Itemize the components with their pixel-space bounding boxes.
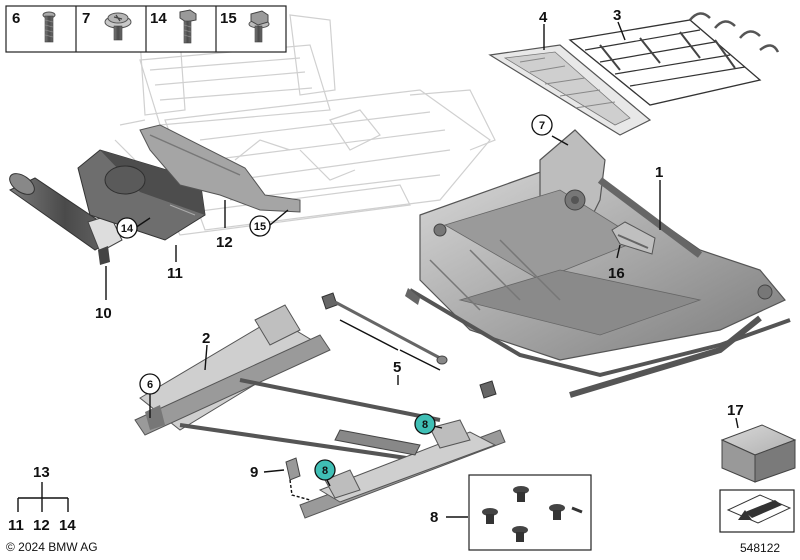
part-9-clip <box>285 457 301 481</box>
callout-16: 16 <box>608 265 625 282</box>
push-rivet-icon <box>482 486 583 542</box>
part-12-trim <box>139 124 301 213</box>
leader-lines <box>105 21 739 518</box>
callout-circle-7: 7 <box>531 114 553 136</box>
tree-parent-13: 13 <box>33 464 50 481</box>
part-2-seat-rail <box>134 304 506 519</box>
part-1-seat-frame <box>405 129 791 398</box>
svg-text:15: 15 <box>254 221 266 233</box>
callout-circle-15: 15 <box>249 215 271 237</box>
callout-4: 4 <box>539 9 548 26</box>
tree-child-14: 14 <box>59 517 76 534</box>
callout-circle-6: 6 <box>139 373 161 395</box>
callout-17: 17 <box>727 402 744 419</box>
callout-10: 10 <box>95 305 112 322</box>
callout-circle-14: 14 <box>116 217 138 239</box>
tree-child-12: 12 <box>33 517 50 534</box>
svg-text:6: 6 <box>147 379 153 391</box>
svg-text:8: 8 <box>422 419 428 431</box>
part-8-set <box>468 474 592 551</box>
callout-8-set: 8 <box>430 509 438 526</box>
callout-3: 3 <box>613 7 621 24</box>
callout-5: 5 <box>393 359 401 376</box>
svg-text:14: 14 <box>121 223 134 235</box>
callout-circle-8-highlight-b: 8 <box>314 459 336 481</box>
callouts: 1 2 3 4 5 9 10 11 12 16 17 8 7 14 15 6 8 <box>95 7 744 526</box>
hex-flange-bolt-icon <box>248 10 270 43</box>
copyright-text: © 2024 BMW AG <box>6 540 98 554</box>
svg-text:8: 8 <box>322 465 328 477</box>
screw-torx-small-icon <box>42 11 56 43</box>
part-3-spring-mat <box>568 12 780 106</box>
callout-2: 2 <box>202 330 210 347</box>
callout-circle-8-highlight-a: 8 <box>414 413 436 435</box>
hex-bolt-icon <box>179 9 197 44</box>
assembly-tree: 13 11 12 14 <box>8 464 76 534</box>
fastener-label-7: 7 <box>82 10 90 27</box>
part-4-seat-plate <box>488 44 652 136</box>
fastener-label-14: 14 <box>150 10 167 27</box>
screw-flanged-torx-icon <box>104 12 132 41</box>
svg-text:7: 7 <box>539 120 545 132</box>
arrow-symbol <box>719 489 795 533</box>
callout-1: 1 <box>655 164 663 181</box>
part-17-box <box>720 424 797 483</box>
callout-9: 9 <box>250 464 258 481</box>
tree-child-11: 11 <box>8 517 24 534</box>
part-5-rod <box>321 292 497 399</box>
fastener-label-6: 6 <box>12 10 20 27</box>
fastener-box: 6 7 14 15 <box>5 5 287 53</box>
part-16-bracket <box>611 221 656 255</box>
callout-12: 12 <box>216 234 233 251</box>
fastener-label-15: 15 <box>220 10 237 27</box>
callout-11: 11 <box>167 265 183 282</box>
image-number: 548122 <box>740 541 781 555</box>
